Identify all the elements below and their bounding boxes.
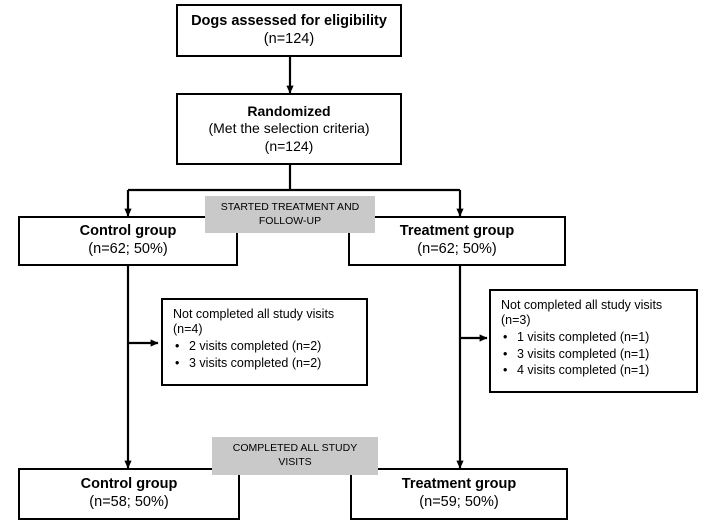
list-item: 2 visits completed (n=2) bbox=[175, 338, 358, 355]
list-item: 3 visits completed (n=2) bbox=[175, 355, 358, 372]
banner-started-treatment-line2: FOLLOW-UP bbox=[258, 214, 322, 227]
node-treatment-group-started-count: (n=62; 50%) bbox=[417, 241, 497, 257]
node-randomized-criteria: (Met the selection criteria) bbox=[208, 120, 370, 137]
banner-completed-visits: COMPLETED ALL STUDY VISITS bbox=[212, 437, 378, 475]
node-treatment-dropouts: Not completed all study visits (n=3) 1 v… bbox=[489, 289, 698, 393]
node-randomized: Randomized (Met the selection criteria) … bbox=[176, 93, 402, 165]
list-item: 3 visits completed (n=1) bbox=[503, 346, 688, 363]
node-randomized-title: Randomized bbox=[247, 103, 331, 120]
node-control-dropouts: Not completed all study visits (n=4) 2 v… bbox=[161, 298, 368, 386]
node-treatment-group-completed-count: (n=59; 50%) bbox=[419, 494, 499, 510]
node-dogs-assessed-title: Dogs assessed for eligibility bbox=[191, 12, 387, 29]
node-treatment-group-completed-title: Treatment group bbox=[401, 476, 517, 493]
node-treatment-dropouts-count: (n=3) bbox=[501, 313, 531, 327]
node-dogs-assessed: Dogs assessed for eligibility (n=124) bbox=[176, 4, 402, 57]
node-control-dropouts-count: (n=4) bbox=[173, 322, 203, 336]
node-dogs-assessed-count: (n=124) bbox=[263, 30, 315, 47]
node-control-dropouts-header: Not completed all study visits bbox=[173, 307, 335, 321]
list-item: 1 visits completed (n=1) bbox=[503, 329, 688, 346]
node-treatment-dropouts-header: Not completed all study visits bbox=[501, 298, 663, 312]
node-control-dropouts-list: 2 visits completed (n=2) 3 visits comple… bbox=[173, 338, 358, 371]
node-treatment-group-completed: Treatment group (n=59; 50%) bbox=[350, 468, 568, 520]
node-control-group-completed: Control group (n=58; 50%) bbox=[18, 468, 240, 520]
node-control-group-completed-count: (n=58; 50%) bbox=[89, 494, 169, 510]
banner-started-treatment-line1: STARTED TREATMENT AND bbox=[220, 200, 360, 213]
node-treatment-group-started: Treatment group (n=62; 50%) bbox=[348, 216, 566, 266]
list-item: 4 visits completed (n=1) bbox=[503, 362, 688, 379]
node-randomized-count: (n=124) bbox=[264, 137, 314, 154]
node-control-group-started-count: (n=62; 50%) bbox=[88, 241, 168, 257]
banner-started-treatment: STARTED TREATMENT AND FOLLOW-UP bbox=[205, 196, 375, 233]
node-treatment-dropouts-list: 1 visits completed (n=1) 3 visits comple… bbox=[501, 329, 688, 379]
node-treatment-group-started-title: Treatment group bbox=[399, 223, 515, 240]
banner-completed-visits-line1: COMPLETED ALL STUDY bbox=[232, 442, 358, 455]
node-control-group-started-title: Control group bbox=[79, 223, 177, 240]
node-control-group-completed-title: Control group bbox=[80, 476, 178, 493]
banner-completed-visits-line2: VISITS bbox=[278, 456, 312, 468]
